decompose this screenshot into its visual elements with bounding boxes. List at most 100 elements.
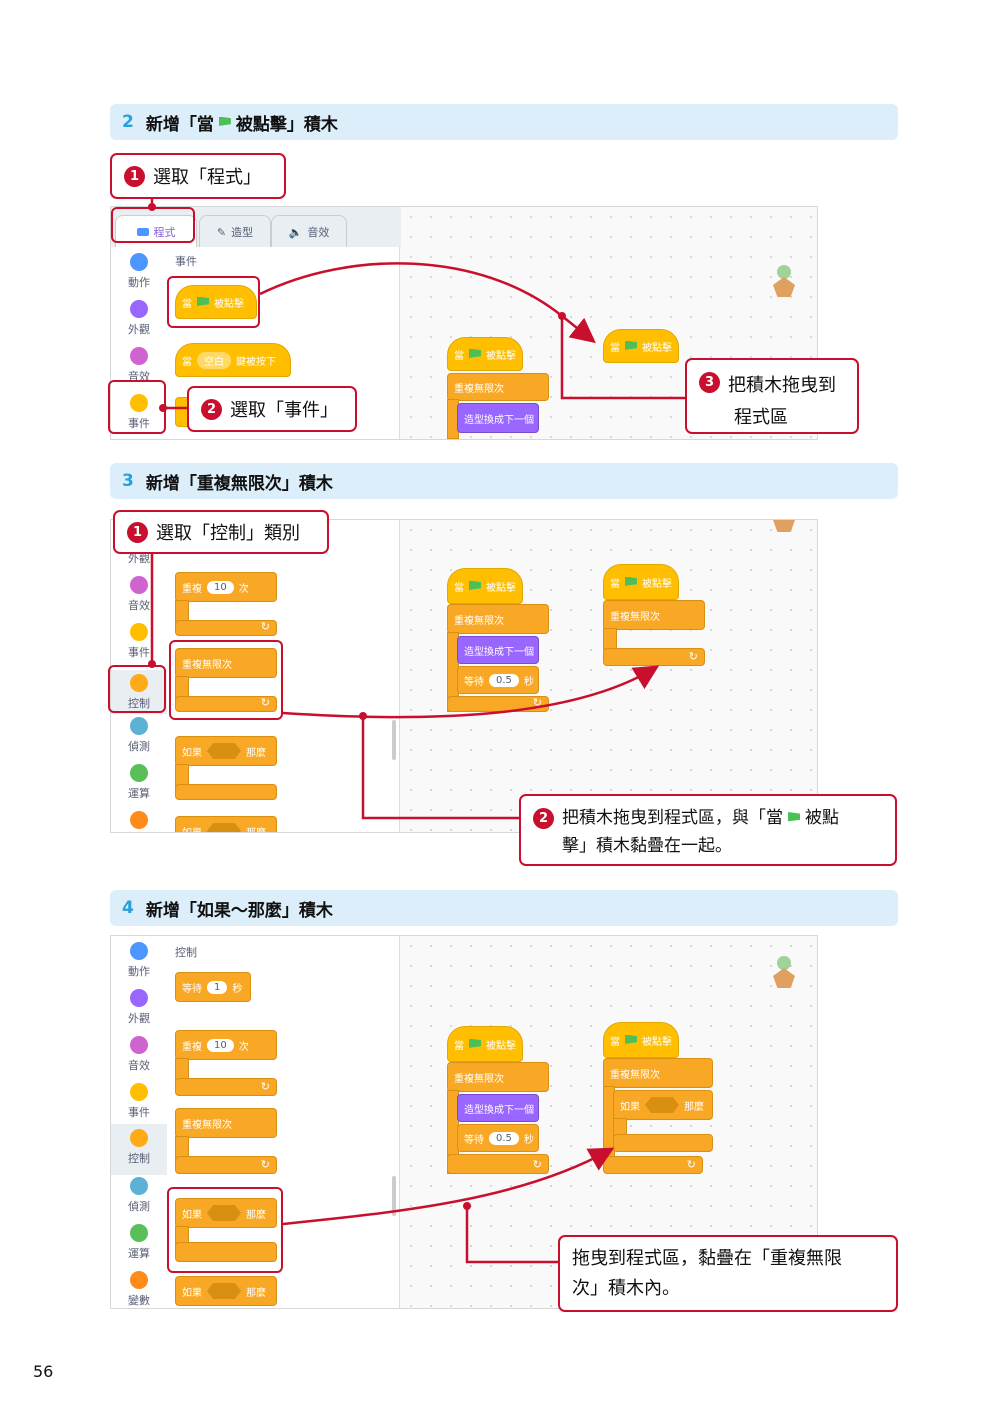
step2-callout-1: 1 選取「程式」 xyxy=(110,153,286,199)
if-foot xyxy=(613,1134,713,1152)
block-text: 如果 xyxy=(182,747,202,759)
if-then-block[interactable]: 如果那麼 xyxy=(175,816,277,833)
category-operators[interactable]: 運算 xyxy=(111,764,167,801)
category-control[interactable]: 控制 xyxy=(111,670,167,714)
when-flag-clicked-block[interactable]: 當被點擊 xyxy=(603,1022,679,1058)
when-flag-clicked-block[interactable]: 當被點擊 xyxy=(447,568,523,604)
forever-block[interactable]: 重複無限次 xyxy=(603,600,705,630)
category-motion[interactable]: 動作 xyxy=(111,253,167,290)
category-variables[interactable] xyxy=(111,811,167,832)
condition-slot[interactable] xyxy=(207,1205,241,1221)
forever-block[interactable]: 重複無限次 xyxy=(447,1062,549,1092)
category-events[interactable]: 事件 xyxy=(111,623,167,660)
loop-arrow-icon: ↻ xyxy=(532,696,542,709)
category-events[interactable]: 事件 xyxy=(111,1083,167,1120)
category-sensing[interactable]: 偵測 xyxy=(111,1177,167,1214)
key-dropdown[interactable]: 空白 xyxy=(197,351,231,369)
when-key-pressed-block[interactable]: 當空白鍵被按下 xyxy=(175,343,291,377)
events-dot-icon xyxy=(130,1083,148,1101)
repeat-count-input[interactable]: 10 xyxy=(207,1038,234,1052)
sensing-dot-icon xyxy=(130,1177,148,1195)
highlight-if-then-block xyxy=(167,1187,283,1273)
block-text: 當 xyxy=(610,578,620,590)
palette-scrollbar[interactable] xyxy=(392,1176,396,1216)
category-sensing[interactable]: 偵測 xyxy=(111,717,167,754)
category-variables[interactable]: 變數 xyxy=(111,1271,167,1308)
block-text: 重複無限次 xyxy=(454,615,504,627)
forever-block[interactable]: 重複無限次 xyxy=(447,373,549,401)
category-sound[interactable]: 音效 xyxy=(111,1036,167,1073)
forever-block[interactable]: 重複無限次 xyxy=(175,648,277,678)
wait-seconds-input[interactable]: 0.5 xyxy=(489,673,519,687)
sprite-thumbnail xyxy=(769,956,801,992)
forever-block[interactable]: 重複無限次 xyxy=(603,1058,713,1088)
block-text: 等待 xyxy=(464,676,484,688)
when-flag-clicked-block[interactable]: 當被點擊 xyxy=(175,285,257,319)
block-text: 那麼 xyxy=(684,1101,704,1113)
category-label: 音效 xyxy=(128,1059,150,1072)
category-palette: 動作 外觀 音效 事件 控制 偵測 運算 變數 xyxy=(111,936,167,1308)
condition-slot[interactable] xyxy=(207,823,241,832)
block-text: 那麼 xyxy=(246,1209,266,1221)
category-label: 控制 xyxy=(128,1152,150,1165)
brush-icon: ✎ xyxy=(216,225,227,239)
category-looks[interactable]: 外觀 xyxy=(111,550,167,566)
category-control[interactable]: 控制 xyxy=(111,1124,167,1175)
repeat-foot: ↻ xyxy=(175,1078,277,1096)
condition-slot[interactable] xyxy=(207,1283,241,1299)
forever-block[interactable]: 重複無限次 xyxy=(447,604,549,634)
green-flag-icon xyxy=(625,1034,637,1044)
block-text: 那麼 xyxy=(246,827,266,833)
next-costume-block[interactable]: 造型換成下一個 xyxy=(457,403,539,433)
forever-foot: ↻ xyxy=(603,648,705,666)
category-looks[interactable]: 外觀 xyxy=(111,300,167,337)
block-text: 鍵被按下 xyxy=(236,356,276,368)
block-text: 被點擊 xyxy=(214,298,244,310)
category-motion[interactable]: 動作 xyxy=(111,942,167,979)
when-flag-clicked-block[interactable]: 當被點擊 xyxy=(447,1026,523,1062)
next-costume-block[interactable]: 造型換成下一個 xyxy=(457,636,539,664)
wait-seconds-input[interactable]: 0.5 xyxy=(489,1131,519,1145)
repeat-count-input[interactable]: 10 xyxy=(207,580,234,594)
block-text: 如果 xyxy=(182,1209,202,1221)
events-dot-icon xyxy=(130,623,148,641)
block-text: 當 xyxy=(182,356,192,368)
tab-costumes[interactable]: ✎ 造型 xyxy=(199,215,271,248)
palette-scrollbar[interactable] xyxy=(392,720,396,760)
if-then-block[interactable]: 如果 那麼 xyxy=(175,1198,277,1228)
condition-slot[interactable] xyxy=(645,1097,679,1113)
category-label: 音效 xyxy=(128,370,150,383)
block-text: 重複無限次 xyxy=(454,383,504,395)
wait-seconds-input[interactable]: 1 xyxy=(207,980,228,994)
category-looks[interactable]: 外觀 xyxy=(111,989,167,1026)
tab-sounds[interactable]: 🔈 音效 xyxy=(271,215,347,248)
category-sound[interactable]: 音效 xyxy=(111,347,167,384)
when-flag-clicked-block[interactable]: 當被點擊 xyxy=(603,329,679,363)
forever-arm xyxy=(603,628,617,650)
block-text: 重複無限次 xyxy=(610,611,660,623)
forever-foot: ↻ xyxy=(447,696,549,712)
category-operators[interactable]: 運算 xyxy=(111,1224,167,1261)
if-then-block[interactable]: 如果那麼 xyxy=(613,1090,713,1120)
category-label: 運算 xyxy=(128,1247,150,1260)
condition-slot[interactable] xyxy=(207,743,241,759)
when-flag-clicked-block[interactable]: 當被點擊 xyxy=(447,337,523,371)
block-text: 重複 xyxy=(182,583,202,595)
forever-block[interactable]: 重複無限次 xyxy=(175,1108,277,1138)
operators-dot-icon xyxy=(130,1224,148,1242)
if-then-block[interactable]: 如果那麼 xyxy=(175,736,277,766)
step3-header: 3 新增「重複無限次」積木 xyxy=(110,463,898,499)
highlight-events-category xyxy=(108,380,166,434)
category-sound[interactable]: 音效 xyxy=(111,576,167,613)
category-events[interactable]: 事件 xyxy=(111,394,167,431)
callout-text: 被點 xyxy=(805,808,839,828)
when-flag-clicked-block[interactable]: 當被點擊 xyxy=(603,564,679,600)
if-then-block[interactable]: 如果那麼 xyxy=(175,1276,277,1306)
next-costume-block[interactable]: 造型換成下一個 xyxy=(457,1094,539,1122)
